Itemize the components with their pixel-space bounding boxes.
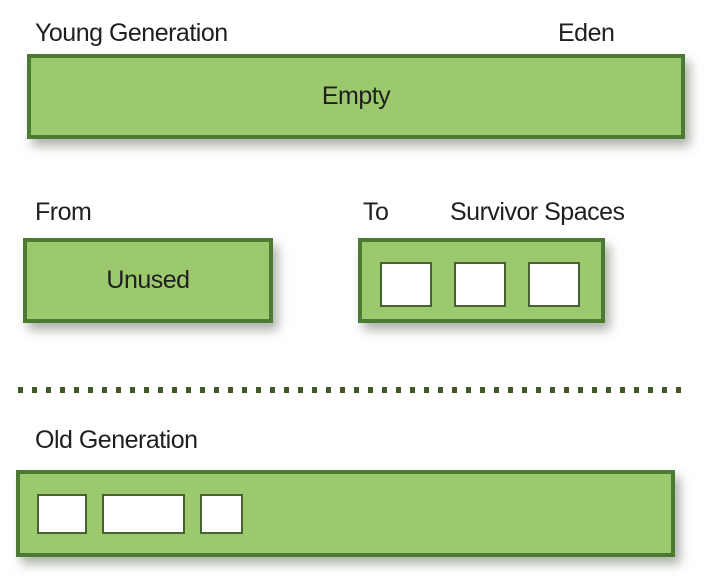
from-survivor-space-box: Unused	[23, 238, 273, 323]
young-generation-label: Young Generation	[35, 19, 228, 47]
eden-space-box: Empty	[27, 54, 685, 139]
from-space-content-label: Unused	[106, 266, 190, 294]
object-cell	[380, 262, 432, 307]
to-survivor-space-box	[358, 238, 605, 323]
from-space-label: From	[35, 198, 92, 226]
object-cell	[454, 262, 506, 307]
survivor-spaces-label: Survivor Spaces	[450, 198, 625, 226]
object-cell	[200, 494, 243, 534]
object-cell	[37, 494, 87, 534]
to-space-label: To	[363, 198, 389, 226]
eden-content-label: Empty	[321, 82, 391, 110]
eden-label: Eden	[558, 19, 615, 47]
old-generation-label: Old Generation	[35, 426, 198, 454]
generation-divider-dotted-line	[18, 387, 686, 393]
old-generation-box	[16, 470, 675, 557]
to-space-object-cells	[362, 242, 601, 319]
object-cell	[102, 494, 185, 534]
old-generation-object-cells	[20, 474, 671, 553]
object-cell	[528, 262, 580, 307]
